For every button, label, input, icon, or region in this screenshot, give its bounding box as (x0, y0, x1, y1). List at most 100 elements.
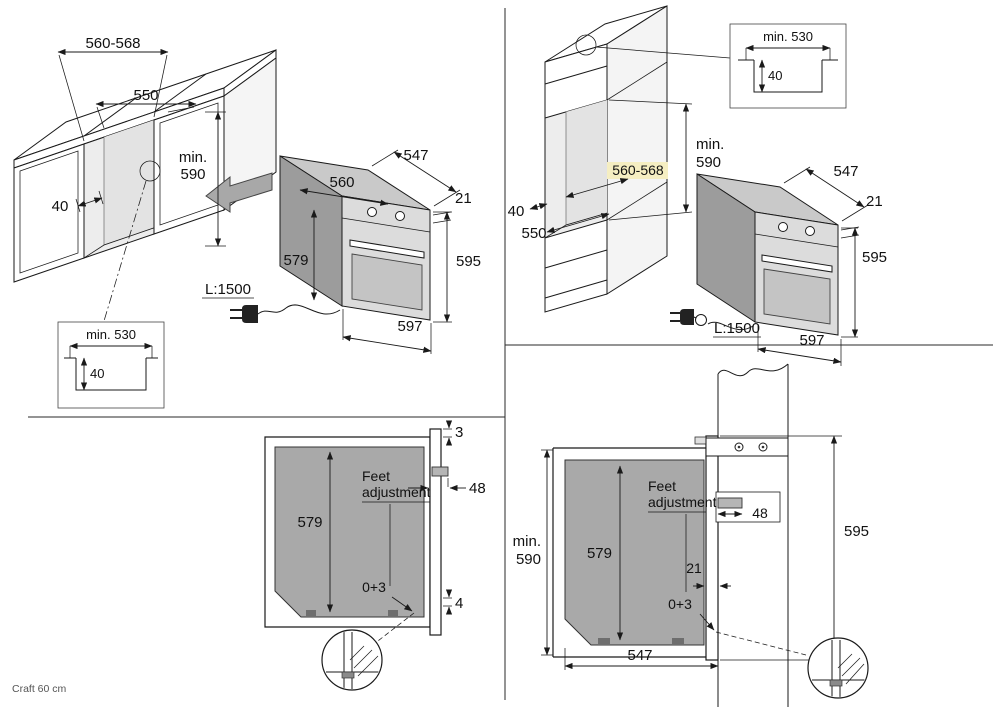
dim-niche-height-min590: min. 590 (513, 449, 553, 656)
dim-adjust-0-3: 0+3 (668, 596, 807, 656)
dim-oven-height-595: 595 (433, 211, 481, 323)
tall-cabinet (544, 5, 668, 313)
dim-handle-48: 48 (715, 491, 781, 523)
dim-label: 4 (455, 595, 463, 612)
insert-direction-arrow (205, 172, 273, 213)
oven-handle (349, 239, 425, 259)
dim-height-total-595: 595 (720, 435, 869, 661)
dim-label: 560-568 (612, 162, 664, 178)
oven-door-section (429, 428, 442, 636)
oven-handle-section (717, 497, 743, 509)
dim-label: 550 (133, 87, 158, 104)
top-left-panel: 560-568 550 min. 590 40 (13, 35, 481, 409)
detail-inset-tl: min. 530 40 (57, 321, 165, 409)
dim-label: 0+3 (362, 579, 386, 595)
oven-body-section (564, 459, 705, 646)
dim-oven-trim-21: 21 (840, 193, 883, 239)
dim-handle-48: 48 (408, 478, 486, 497)
recess-profile (738, 59, 838, 93)
control-knob (805, 226, 815, 236)
dim-label: 579 (297, 514, 322, 531)
adjustable-foot (341, 671, 355, 679)
oven-foot (672, 638, 684, 645)
dim-bottom-gap-4: 4 (443, 589, 463, 615)
model-label: Craft 60 cm (12, 683, 67, 695)
cord-length-label: L:1500 (714, 320, 760, 337)
note-line-2: adjustment (648, 494, 717, 510)
dim-label: 547 (627, 647, 652, 664)
oven-door-glass (763, 268, 831, 325)
oven-door-section (705, 435, 719, 661)
knob-center (761, 445, 765, 449)
dim-label: 21 (455, 190, 472, 207)
detail-inset-tr: min. 530 40 (729, 23, 847, 109)
dim-gap-40: 40 (52, 190, 104, 215)
dim-oven-width-560: 560 (299, 174, 389, 206)
dim-label: 48 (469, 480, 486, 497)
dim-min-label: min. (513, 533, 541, 550)
highlight (607, 162, 668, 179)
dim-label: 590 (696, 154, 721, 171)
dim-label: 40 (52, 198, 69, 215)
dim-label: 579 (587, 545, 612, 562)
control-panel-strip (705, 437, 789, 457)
knob-center (737, 445, 741, 449)
oven-handle (761, 254, 833, 273)
dim-top-gap-3: 3 (443, 420, 463, 446)
anti-tip-bracket (694, 436, 707, 445)
oven-door-glass (351, 253, 423, 311)
oven-niche-opening (83, 119, 155, 259)
note-line-1: Feet (362, 468, 390, 484)
foot-detail-circle (321, 629, 383, 691)
detail-width-label: min. 530 (86, 327, 136, 342)
oven-foot (306, 610, 316, 617)
recess-profile (64, 357, 158, 391)
adjustable-foot (829, 679, 843, 687)
note-line-1: Feet (648, 478, 676, 494)
dim-label: 21 (686, 560, 702, 576)
dim-label: 547 (403, 147, 428, 164)
base-cabinet-run (13, 49, 277, 283)
bottom-left-panel: 3 Feet adjustment 48 579 0+3 (264, 420, 486, 691)
oven-foot (598, 638, 610, 645)
dim-niche-height-min590: min. 590 (179, 111, 226, 247)
control-knob (395, 211, 405, 221)
control-knob (778, 222, 788, 232)
dim-label: 590 (180, 166, 205, 183)
oven-body-section (274, 446, 425, 618)
dim-oven-height-595: 595 (841, 227, 887, 338)
oven-foot (388, 610, 398, 617)
foot-detail-circle (807, 637, 869, 699)
feet-adjustment-note: Feet adjustment (648, 478, 717, 592)
dim-label: 560 (329, 174, 354, 191)
panel-dividers (28, 8, 993, 700)
dim-label: 595 (456, 253, 481, 270)
cabinet-door-left (13, 143, 85, 283)
dim-label: 3 (455, 424, 463, 441)
oven-isometric-tr (696, 173, 839, 336)
dim-adjust-0-3: 0+3 (362, 579, 415, 645)
cord-length-label: L:1500 (205, 281, 251, 298)
control-knob (367, 207, 377, 217)
dim-oven-depth-597: 597 (757, 325, 842, 366)
dim-label: 560-568 (85, 35, 140, 52)
dim-label: 579 (283, 252, 308, 269)
dim-niche-width-550: 550 (95, 87, 197, 129)
detail-depth-label: 40 (768, 68, 782, 83)
dim-label: 48 (752, 505, 768, 521)
dim-min-label: min. (179, 149, 207, 166)
dim-label: 595 (862, 249, 887, 266)
dim-cabinet-width-560-568: 560-568 (565, 162, 668, 198)
plug-icon (242, 305, 258, 323)
dim-label: 21 (866, 193, 883, 210)
top-right-panel: min. 530 40 min. 590 560-568 (508, 5, 887, 366)
power-cord: L:1500 (670, 309, 761, 338)
dim-label: 0+3 (668, 596, 692, 612)
detail-width-label: min. 530 (763, 29, 813, 44)
detail-callout (575, 34, 731, 59)
cabinet-section (264, 428, 449, 636)
detail-depth-label: 40 (90, 366, 104, 381)
dim-width-547: 547 (564, 647, 719, 670)
power-cord: L:1500 (202, 281, 341, 323)
